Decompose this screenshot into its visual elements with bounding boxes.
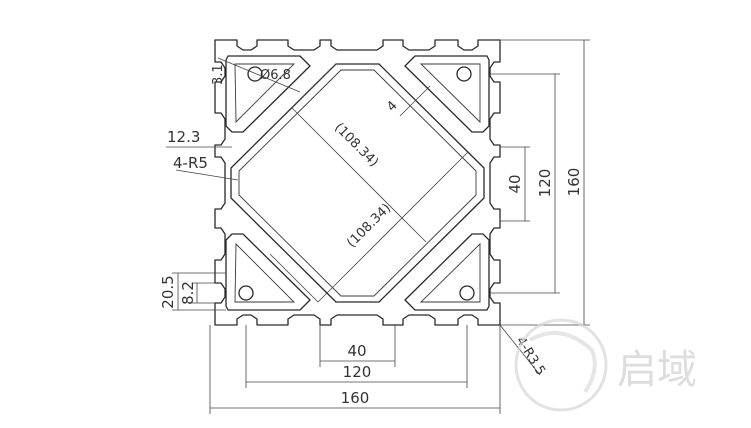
diag-dim-line-b <box>317 151 469 303</box>
dim-inner-radius-leader <box>175 169 239 181</box>
diag-dim-ext-a1 <box>291 63 337 109</box>
label-160-height: 160 <box>565 168 583 197</box>
label-wall: 4 <box>384 98 400 114</box>
profile-outer-outline <box>214 39 501 326</box>
corner-pocket-top-left <box>225 55 311 133</box>
central-diamond-inner <box>238 69 477 297</box>
central-diamond-cavity <box>230 63 485 303</box>
label-diag-b: (108.34) <box>344 201 394 251</box>
watermark-logo-icon <box>514 318 608 412</box>
label-120-height: 120 <box>536 169 554 198</box>
pocket-inner-line-tl <box>234 63 296 124</box>
label-corner-hole: Ø6.8 <box>260 68 291 83</box>
corner-hole-leader <box>217 57 301 93</box>
watermark-text: 启域 <box>617 347 697 393</box>
wall-dim-line <box>399 85 431 117</box>
diag-dim-ext-b1 <box>269 253 319 303</box>
label-20-5: 20.5 <box>159 275 177 308</box>
corner-hole-bl <box>238 285 254 301</box>
corner-pocket-bottom-right <box>404 233 490 311</box>
watermark-logo-swirl <box>528 331 597 394</box>
diag-dim-line-a <box>291 107 427 243</box>
label-160-width: 160 <box>341 389 370 407</box>
label-12-3: 12.3 <box>167 128 200 146</box>
corner-hole-tl <box>247 66 263 82</box>
corner-pocket-top-right <box>404 55 490 133</box>
corner-hole-br <box>459 285 475 301</box>
pocket-inner-line-bl <box>234 242 296 303</box>
label-40-width: 40 <box>347 342 366 360</box>
pocket-inner-line-tr <box>419 63 481 124</box>
label-120-width: 120 <box>343 363 372 381</box>
corner-hole-tr <box>456 66 472 82</box>
label-8-2: 8.2 <box>179 281 197 305</box>
label-40-height: 40 <box>506 174 524 193</box>
label-inner-radius: 4-R5 <box>173 154 208 172</box>
label-diag-a: (108.34) <box>331 120 381 170</box>
watermark-logo: 启域 <box>514 318 697 412</box>
pocket-inner-line-br <box>419 242 481 303</box>
label-corner-hole-depth: 3.1 <box>211 64 226 85</box>
corner-pocket-bottom-left <box>225 233 311 311</box>
